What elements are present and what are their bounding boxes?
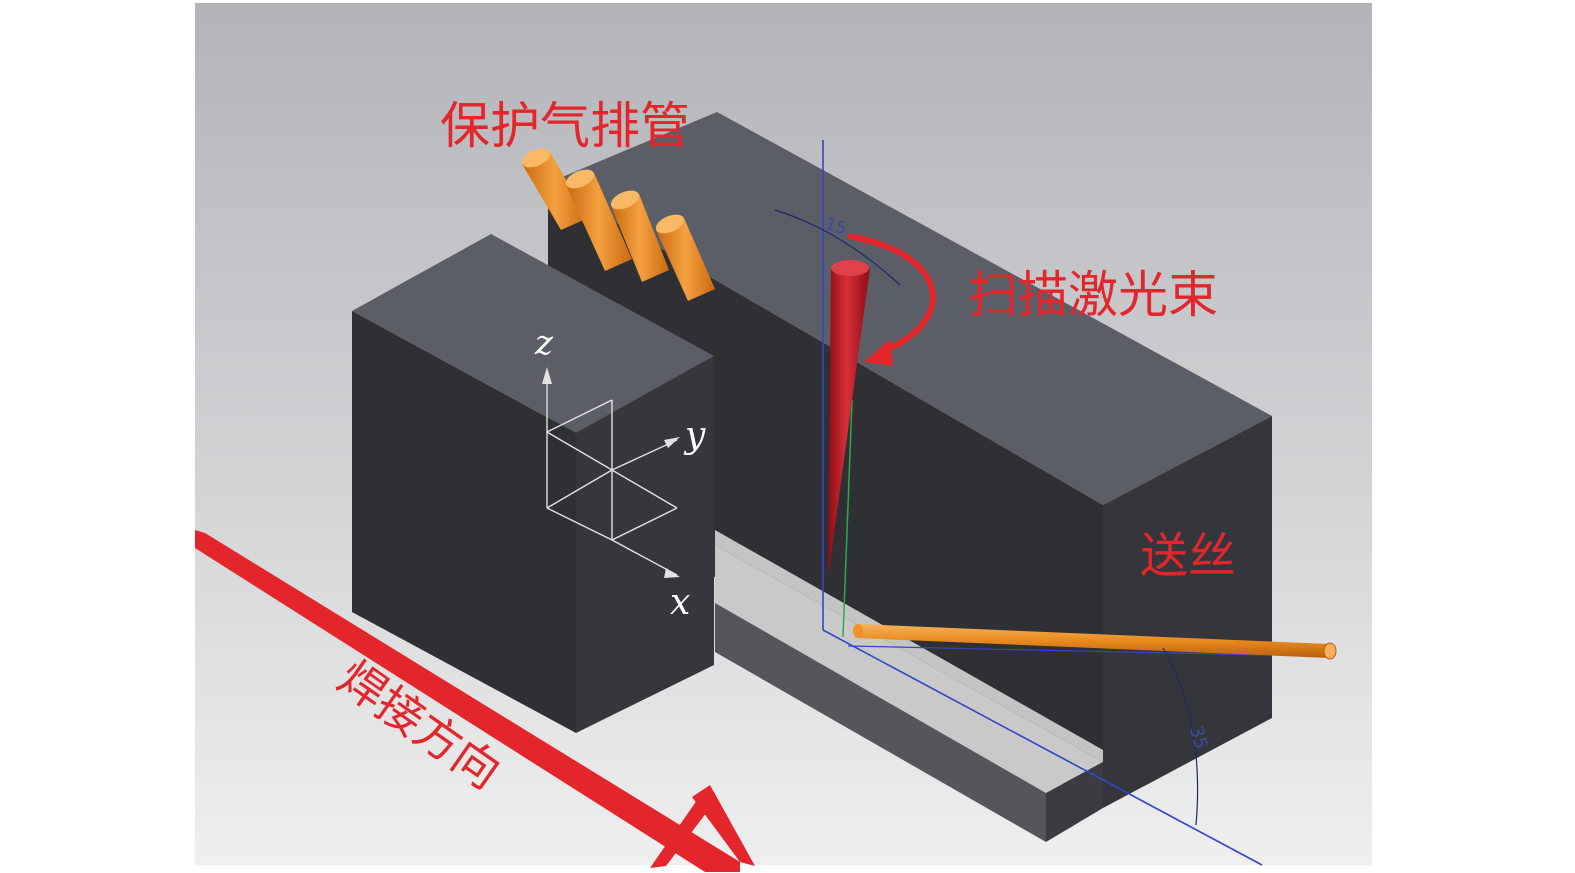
front-workpiece-block: [352, 234, 714, 733]
filler-wire: [853, 624, 1337, 660]
axis-label-y: y: [683, 415, 706, 456]
welding-direction-arrow: [195, 530, 755, 872]
scan-motion-arrow: [847, 233, 936, 366]
axis-label-x: x: [670, 582, 690, 623]
nozzle-3: [610, 190, 669, 282]
scanning-laser-beam: [828, 260, 870, 578]
green-reference-line: [842, 399, 853, 638]
reference-lines: [822, 140, 1264, 866]
label-scanning-laser-beam: 扫描激光束: [968, 266, 1218, 324]
axis-label-z: z: [534, 323, 554, 363]
rear-workpiece-block: [548, 112, 1272, 808]
nozzle-1: [521, 148, 588, 230]
nozzle-2: [565, 169, 632, 271]
coordinate-frame: [542, 367, 680, 578]
nozzle-4: [655, 214, 715, 301]
weld-groove: [715, 530, 1103, 842]
shielding-gas-nozzles: [521, 148, 715, 301]
label-wire-feed: 送丝: [1140, 528, 1236, 584]
label-shielding-gas-nozzles: 保护气排管: [440, 97, 690, 155]
